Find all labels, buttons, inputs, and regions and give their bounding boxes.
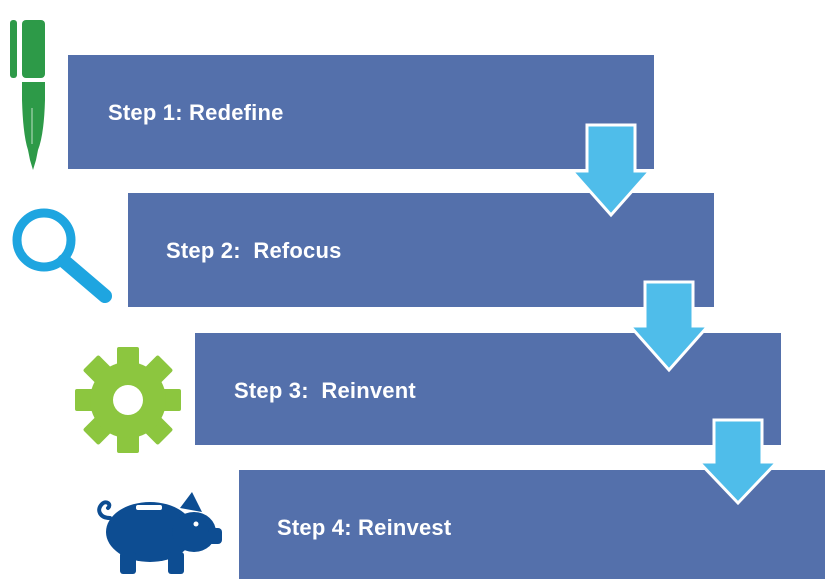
step-2-to-3-arrow [628,280,710,373]
magnifier-icon [12,208,112,303]
step-1-label: Step 1: Redefine [108,100,284,125]
pen-icon [10,20,45,170]
step-2-box: Step 2: Refocus [128,193,714,307]
step-2-label: Step 2: Refocus [166,238,342,263]
step-3-label: Step 3: Reinvent [234,378,416,403]
step-3-to-4-arrow [697,418,779,506]
step-4-label: Step 4: Reinvest [277,515,452,540]
piggy-bank-icon [97,492,222,574]
gear-icon [75,347,181,453]
step-1-box: Step 1: Redefine [68,55,654,169]
step-1-to-2-arrow [570,123,652,218]
